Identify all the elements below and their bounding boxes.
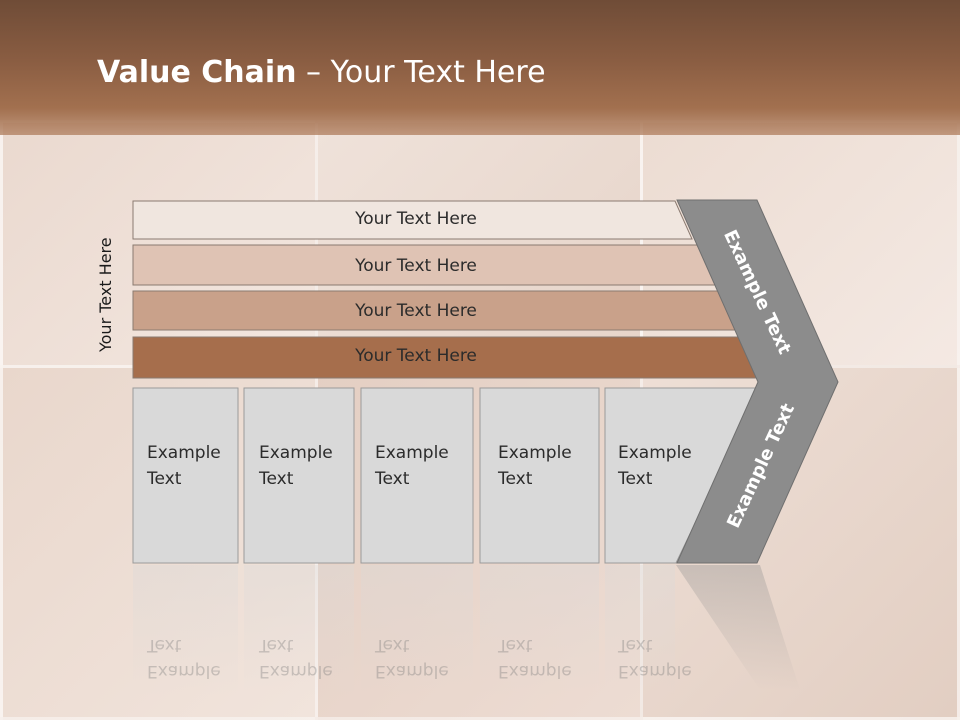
cell-label-line: Example: [375, 443, 449, 463]
cell-label-reflection: Example Text: [618, 632, 692, 684]
cell-label-line: Example: [618, 661, 692, 681]
cell-label-line: Example: [259, 443, 333, 463]
cell-label-line: Example: [618, 443, 692, 463]
title-rest: – Your Text Here: [296, 55, 546, 90]
band-1: [132, 200, 693, 240]
cell-reflection: [133, 565, 238, 695]
cell-4: [479, 387, 600, 564]
cell-label-line: Text: [498, 469, 533, 489]
cell-label-line: Example: [147, 443, 221, 463]
cell-label-reflection: Example Text: [259, 632, 333, 684]
cell-label-line: Text: [375, 469, 410, 489]
cell-label-line: Text: [147, 635, 182, 655]
cell-2: [243, 387, 355, 564]
cell-label: Example Text: [375, 440, 449, 492]
cell-label: Example Text: [498, 440, 572, 492]
cell-label-line: Text: [259, 469, 294, 489]
cell-reflection: [361, 565, 473, 695]
cell-label-line: Example: [375, 661, 449, 681]
cell-reflection: [480, 565, 599, 695]
cell-label: Example Text: [618, 440, 692, 492]
cell-label-line: Text: [618, 635, 653, 655]
cell-label-line: Text: [498, 635, 533, 655]
band-label: Your Text Here: [355, 301, 477, 321]
cell-label-line: Text: [375, 635, 410, 655]
cell-label-line: Text: [618, 469, 653, 489]
cell-3: [360, 387, 474, 564]
cell-label: Example Text: [259, 440, 333, 492]
cell-label-reflection: Example Text: [147, 632, 221, 684]
cell-label-line: Text: [259, 635, 294, 655]
band-label: Your Text Here: [355, 346, 477, 366]
cell-label-line: Example: [147, 661, 221, 681]
title-bold: Value Chain: [97, 55, 297, 90]
header-bar: [0, 0, 960, 135]
cell-label-reflection: Example Text: [375, 632, 449, 684]
chevron-reflection: [676, 565, 800, 690]
cell-5: [604, 387, 761, 564]
chevron: [676, 199, 839, 564]
band-label: Your Text Here: [355, 209, 477, 229]
band-label: Your Text Here: [355, 256, 477, 276]
cell-reflection: [244, 565, 354, 695]
cell-label: Example Text: [147, 440, 221, 492]
cell-label-line: Example: [259, 661, 333, 681]
cell-reflection: [605, 565, 675, 695]
cell-label-reflection: Example Text: [498, 632, 572, 684]
cell-label-line: Example: [498, 661, 572, 681]
slide-title: Value Chain – Your Text Here: [97, 55, 546, 90]
cell-label-line: Example: [498, 443, 572, 463]
cell-1: [132, 387, 239, 564]
cell-label-line: Text: [147, 469, 182, 489]
